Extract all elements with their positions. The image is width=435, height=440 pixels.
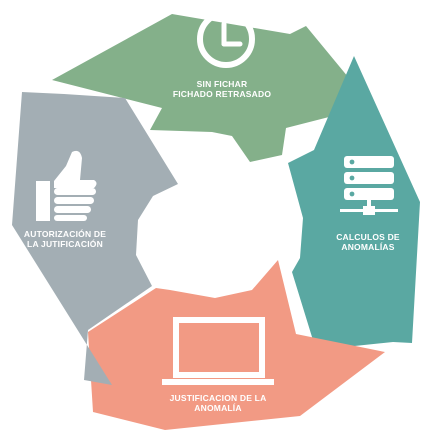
label-line: ANOMALÍAS [341,242,395,252]
label-sin-fichar: SIN FICHAR FICHADO RETRASADO [157,79,287,99]
segment-autorizacion [12,92,178,385]
label-line: FICHADO RETRASADO [172,89,272,99]
laptop-icon [162,317,274,385]
label-line: SIN FICHAR [196,79,248,89]
segment-justificacion [88,260,385,430]
label-justificacion: JUSTIFICACION DE LA ANOMALÍA [148,393,288,413]
label-line: ANOMALÍA [194,403,242,413]
label-calculos: CALCULOS DE ANOMALÍAS [318,232,418,252]
label-line: AUTORIZACIÓN DE [23,229,107,239]
label-line: JUSTIFICACION DE LA [169,393,267,403]
label-line: LA JUTIFICACIÓN [27,239,103,249]
label-line: CALCULOS DE [336,232,400,242]
segment-calculos [288,56,420,350]
thumbs-up-icon [36,150,97,221]
server-icon [340,156,398,215]
clock-icon [197,10,255,68]
label-autorizacion: AUTORIZACIÓN DE LA JUTIFICACIÓN [10,229,120,249]
segment-sin-fichar [52,14,372,162]
